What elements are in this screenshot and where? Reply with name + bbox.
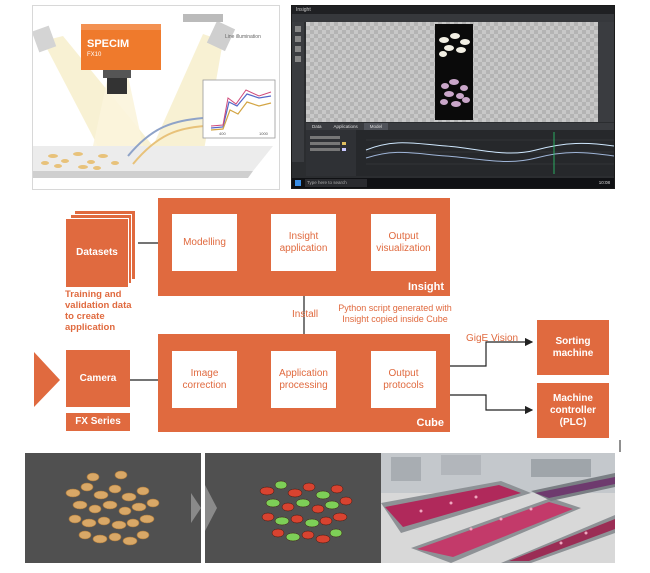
datasets-label: Datasets	[76, 247, 118, 258]
python-note: Python script generated with Insight cop…	[338, 303, 452, 324]
application-processing-label: Application processing	[279, 367, 328, 391]
image-correction-label: Image correction	[182, 367, 227, 391]
signal-curve-blue	[127, 117, 204, 157]
start-icon[interactable]	[295, 180, 301, 186]
insight-application-label: Insight application	[279, 230, 328, 254]
insight-panel-title: Insight	[407, 281, 444, 293]
camera-view-beam	[93, 76, 143, 146]
app-toolbar	[292, 14, 614, 22]
modelling-label: Modelling	[183, 236, 226, 248]
spectrum-curve-1	[365, 142, 614, 154]
lamp-label: Line illumination	[225, 34, 261, 40]
output-protocols-box: Output protocols	[371, 351, 436, 408]
datasets-note: Training and validation data to create a…	[65, 289, 132, 333]
taskbar-search[interactable]: Type here to search	[305, 179, 367, 187]
camera-top	[81, 24, 161, 30]
illustration-graphic: Line illumination SPECIM FX10 400 1000	[31, 14, 276, 178]
image-correction-box: Image correction	[172, 351, 237, 408]
sorting-machine-label: Sorting machine	[552, 335, 594, 359]
application-processing-box: Application processing	[271, 351, 336, 408]
datasets-box: Datasets	[65, 218, 129, 288]
machine-controller-box: Machine controller (PLC)	[537, 383, 609, 438]
right-lamp	[206, 20, 236, 52]
cube-panel-title: Cube	[416, 417, 445, 429]
lamp-bracket	[183, 14, 223, 22]
spectrum-plot-frame	[202, 79, 276, 139]
raw-nuts-photo	[25, 453, 201, 563]
signal-curve-gold	[132, 125, 206, 165]
tool-icon[interactable]	[295, 36, 301, 42]
insight-panel: Modelling Insight application Output vis…	[158, 198, 450, 296]
raw-nuts-graphic	[65, 470, 201, 546]
camera-box: Camera	[66, 350, 130, 407]
spectrum-line-gold	[210, 101, 272, 131]
plot-tick-right: 1000	[259, 131, 269, 136]
nut-pile	[41, 152, 119, 170]
machine-controller-label: Machine controller (PLC)	[549, 392, 597, 428]
strip-arrow	[191, 493, 201, 523]
lens	[107, 78, 127, 94]
modelling-box: Modelling	[172, 214, 237, 271]
left-tool-rail	[292, 22, 304, 162]
spectrum-line-pink	[210, 89, 272, 127]
sorting-machine-box: Sorting machine	[537, 320, 609, 375]
hyperspectral-illustration: Line illumination SPECIM FX10 400 1000	[31, 5, 280, 190]
lens-ring	[103, 70, 131, 78]
output-visualization-box: Output visualization	[371, 214, 436, 271]
input-triangle	[34, 352, 60, 407]
spectrum-panel[interactable]	[306, 130, 614, 176]
clock: 10:08	[598, 180, 610, 185]
camera-label: Camera	[79, 372, 117, 384]
conveyor-belt	[33, 146, 273, 171]
window-titlebar: Insight	[292, 6, 614, 14]
plot-tick-left: 400	[219, 131, 226, 136]
strip-arrow-continued	[205, 485, 217, 531]
spectrum-line-blue	[210, 93, 272, 129]
tab-data[interactable]: Data	[312, 124, 322, 129]
gige-label: GigE Vision	[466, 333, 519, 344]
sorting-line-photo	[381, 453, 615, 563]
output-visualization-label: Output visualization	[376, 230, 431, 254]
camera-brand: SPECIM	[87, 38, 129, 50]
insight-application-box: Insight application	[271, 214, 336, 271]
tool-icon[interactable]	[295, 56, 301, 62]
install-label: Install	[292, 309, 319, 320]
software-screenshot: Insight D	[291, 5, 615, 189]
nut-scan-image	[435, 24, 473, 120]
tool-icon[interactable]	[295, 46, 301, 52]
arrow-output-sorting	[437, 337, 534, 367]
tab-applications[interactable]: Applications	[333, 124, 358, 129]
window-title: Insight	[296, 7, 311, 13]
classified-nuts-photo	[205, 453, 381, 563]
left-lamp	[31, 25, 57, 53]
conveyor-edge	[33, 171, 253, 178]
lower-tab-bar: Data Applications Model	[306, 123, 614, 130]
camera-body	[81, 24, 161, 70]
nut-scan-graphic	[439, 33, 470, 107]
tab-model[interactable]: Model	[363, 123, 389, 130]
cube-panel: Image correction Application processing …	[158, 334, 450, 432]
output-protocols-label: Output protocols	[383, 367, 424, 391]
fx-series-box: FX Series	[66, 413, 130, 431]
camera-model: FX10	[87, 52, 102, 58]
os-taskbar: Type here to search 10:08	[292, 178, 614, 188]
spectrum-curve-2	[365, 151, 614, 162]
fx-series-label: FX Series	[75, 416, 121, 427]
spectrum-panel-graphic	[306, 130, 614, 176]
arrow-output-plc	[437, 394, 534, 415]
tool-icon[interactable]	[295, 26, 301, 32]
image-canvas[interactable]	[306, 22, 598, 122]
sorting-line-graphic	[381, 453, 615, 563]
classified-nuts-graphic	[205, 480, 353, 544]
right-panel	[598, 22, 614, 122]
